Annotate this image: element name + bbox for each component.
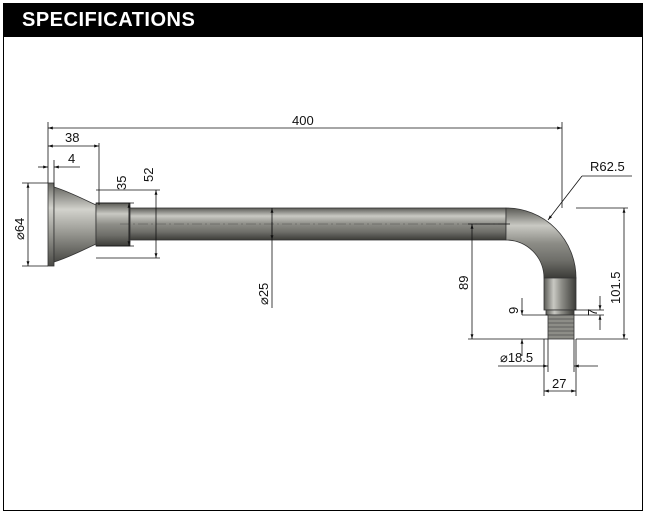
dim-overall-length: 400 xyxy=(292,113,314,128)
dimension-lines xyxy=(22,122,632,396)
dim-pipe-diameter: ⌀25 xyxy=(256,283,271,305)
pipe-bend xyxy=(505,207,577,279)
page-title: SPECIFICATIONS xyxy=(22,9,196,31)
outlet-thread xyxy=(547,314,575,340)
shower-arm xyxy=(47,182,577,340)
collar xyxy=(95,202,131,247)
dim-thread-9: 9 xyxy=(506,307,521,314)
spec-frame: SPECIFICATIONS xyxy=(3,3,643,511)
dim-outlet-width: 27 xyxy=(552,376,566,391)
dim-total-drop: 101.5 xyxy=(608,271,623,304)
dim-bend-radius: R62.5 xyxy=(590,159,625,174)
dim-collar-35: 35 xyxy=(114,176,129,190)
dim-flange-depth: 38 xyxy=(65,130,79,145)
vertical-pipe xyxy=(543,277,577,311)
wall-flange-plate xyxy=(47,182,55,267)
dim-flange-diameter: ⌀64 xyxy=(12,218,27,240)
header-bar: SPECIFICATIONS xyxy=(4,4,642,37)
dim-thread-7: 7 xyxy=(585,309,600,316)
dim-drop-height: 89 xyxy=(456,276,471,290)
dim-collar-52: 52 xyxy=(141,168,156,182)
dim-outlet-diameter: ⌀18.5 xyxy=(500,350,533,365)
dim-flange-thickness: 4 xyxy=(68,151,75,166)
flange-cone xyxy=(53,186,97,263)
outlet-ring xyxy=(545,309,575,316)
